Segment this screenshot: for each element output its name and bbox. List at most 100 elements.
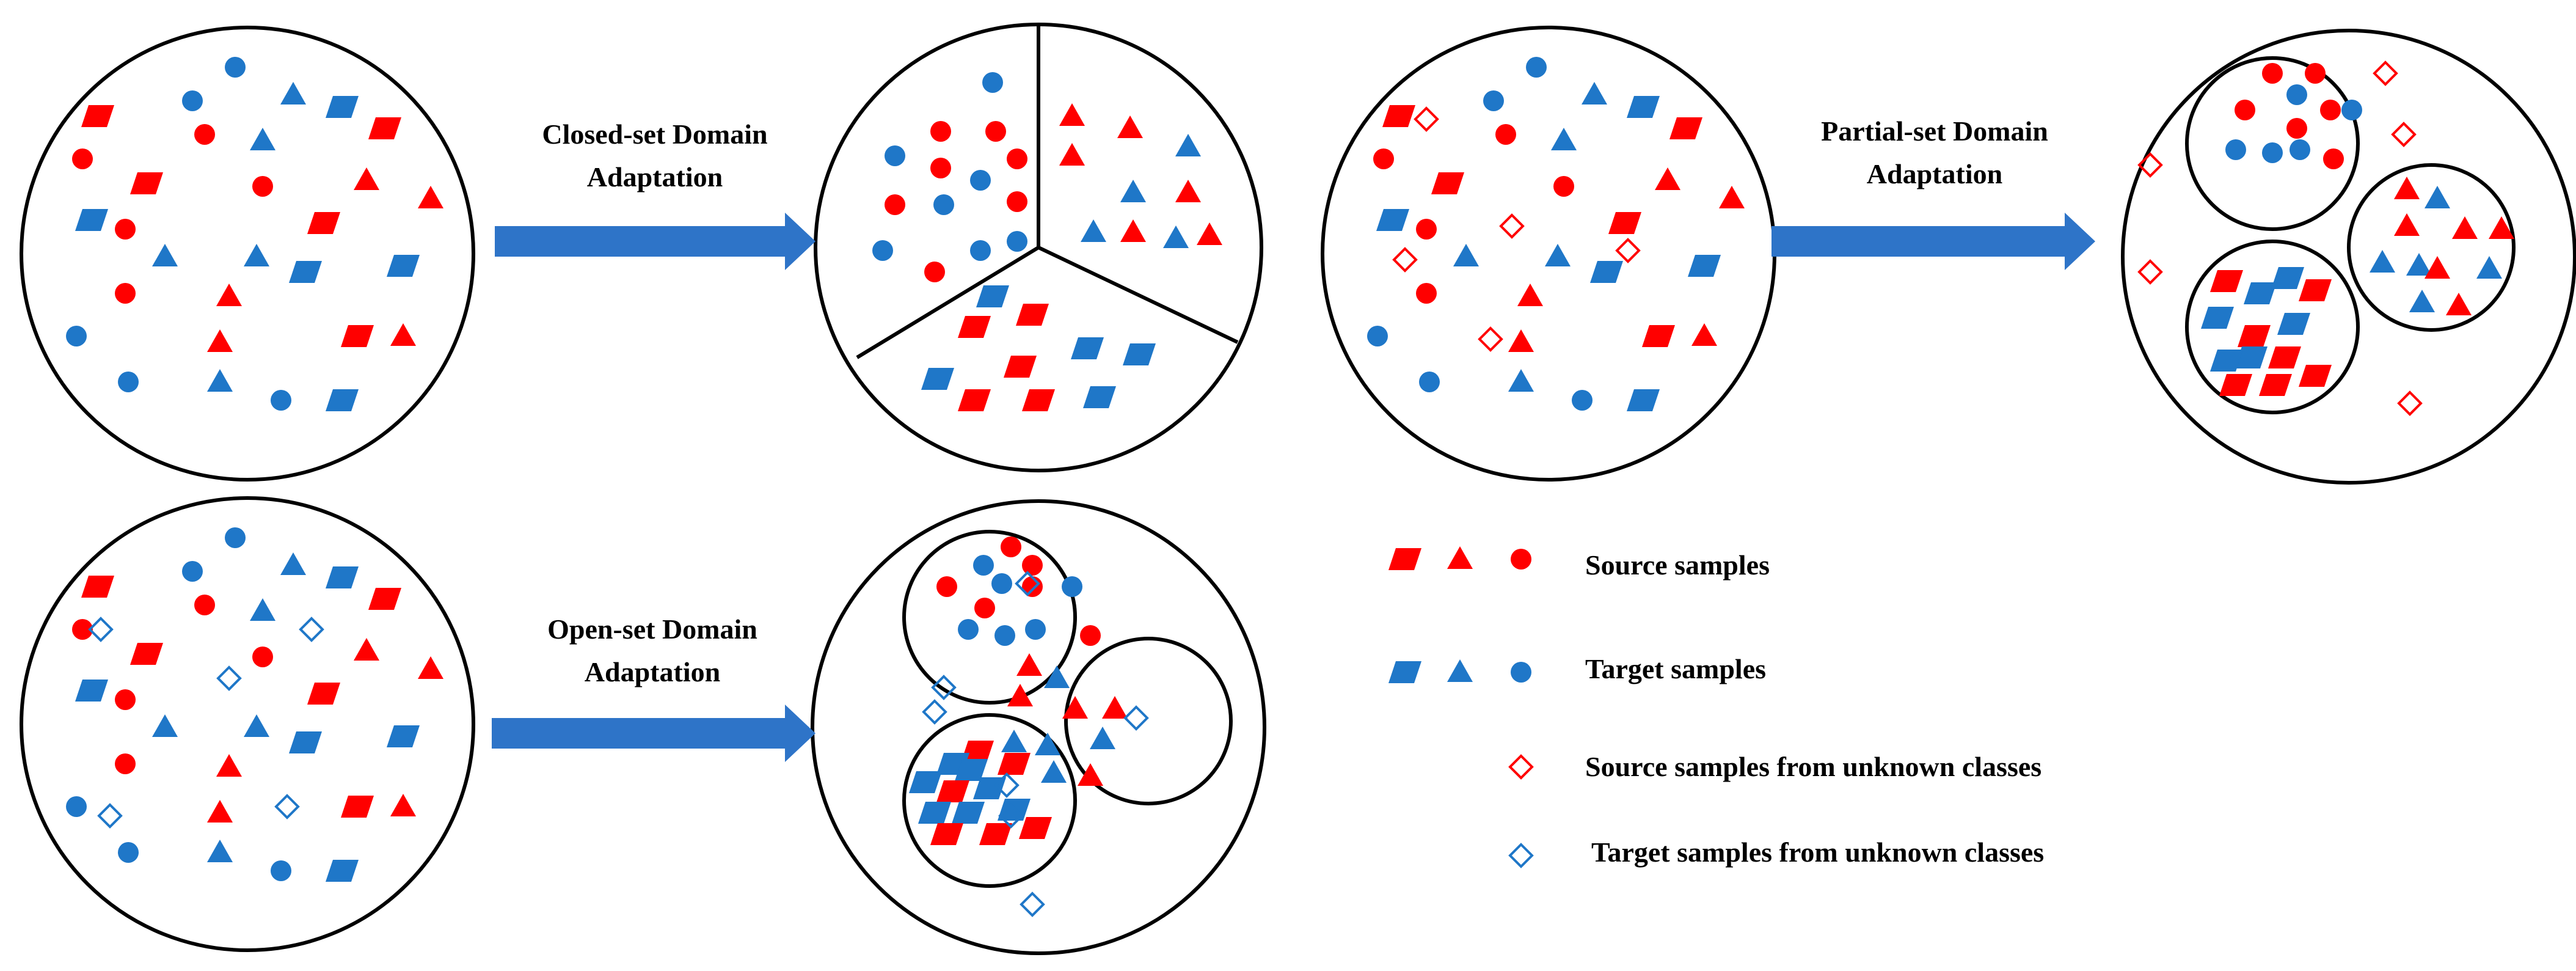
red-triangle-icon	[2425, 256, 2450, 279]
red-circle-icon	[936, 576, 957, 597]
red-triangle-icon	[216, 754, 242, 777]
blue-circle-icon	[973, 555, 994, 576]
red-hollow-diamond-icon	[1414, 106, 1439, 132]
red-parallelogram-icon	[1382, 105, 1415, 127]
red-triangle-icon	[1059, 103, 1085, 126]
blue-triangle-icon	[1120, 180, 1146, 202]
red-triangle-icon	[1517, 284, 1543, 306]
red-circle-icon	[72, 148, 93, 169]
red-triangle-icon	[418, 656, 443, 679]
blue-triangle-icon	[250, 598, 275, 621]
blue-circle-icon	[118, 842, 139, 863]
blue-triangle-icon	[1041, 760, 1067, 783]
red-parallelogram-icon	[368, 588, 401, 610]
red-parallelogram-icon	[936, 780, 969, 802]
red-circle-icon	[115, 753, 136, 774]
red-circle-icon	[924, 262, 945, 282]
blue-parallelogram-icon	[326, 566, 359, 588]
blue-parallelogram-icon	[1688, 255, 1721, 277]
red-triangle-icon	[390, 323, 416, 346]
red-triangle-icon	[1197, 222, 1222, 245]
blue-parallelogram-icon	[2277, 313, 2310, 335]
open-set-label-line2: Adaptation	[585, 656, 720, 687]
red-parallelogram-icon	[1022, 389, 1055, 411]
red-triangle-icon	[1175, 180, 1201, 202]
blue-parallelogram-icon	[1123, 343, 1156, 365]
blue-parallelogram-icon	[326, 96, 359, 118]
blue-triangle-icon	[2370, 250, 2395, 273]
blue-parallelogram-icon	[2244, 282, 2277, 304]
blue-circle-icon	[1483, 90, 1504, 111]
blue-triangle-icon	[2425, 186, 2450, 208]
blue-parallelogram-icon	[918, 802, 951, 824]
red-triangle-icon	[418, 186, 443, 208]
blue-triangle-icon	[1163, 225, 1189, 248]
red-parallelogram-icon	[2299, 279, 2332, 301]
red-parallelogram-icon	[2219, 374, 2252, 396]
legend-target-label: Target samples	[1585, 653, 1766, 684]
blue-triangle-icon	[280, 552, 306, 575]
partial-set-label-line2: Adaptation	[1867, 158, 2002, 189]
blue-circle-icon	[970, 170, 991, 191]
red-parallelogram-icon	[341, 796, 374, 818]
red-parallelogram-icon	[1016, 304, 1049, 326]
blue-circle-icon	[933, 194, 954, 215]
blue-circle-icon	[118, 372, 139, 392]
red-triangle-icon	[2394, 177, 2420, 199]
right-arrow-icon	[492, 705, 815, 762]
blue-circle-icon	[1511, 662, 1531, 683]
blue-circle-icon	[1062, 576, 1082, 597]
open-set-label-line1: Open-set Domain	[547, 614, 757, 645]
blue-triangle-icon	[1081, 219, 1106, 242]
red-triangle-icon	[1117, 115, 1143, 138]
red-circle-icon	[1007, 191, 1027, 212]
red-circle-icon	[72, 619, 93, 640]
blue-circle-icon	[1367, 326, 1388, 346]
blue-parallelogram-icon	[2201, 307, 2234, 329]
blue-parallelogram-icon	[1627, 96, 1660, 118]
red-triangle-icon	[2394, 213, 2420, 236]
red-parallelogram-icon	[998, 753, 1031, 775]
blue-circle-icon	[2286, 84, 2307, 105]
red-parallelogram-icon	[130, 643, 163, 665]
blue-triangle-icon	[2409, 290, 2435, 312]
blue-circle-icon	[66, 326, 87, 346]
red-hollow-diamond-icon	[1499, 213, 1525, 239]
blue-circle-icon	[271, 860, 291, 881]
blue-triangle-icon	[1447, 659, 1473, 682]
red-parallelogram-icon	[1004, 356, 1037, 378]
blue-triangle-icon	[1090, 727, 1115, 749]
red-triangle-icon	[1691, 323, 1717, 346]
blue-triangle-icon	[1175, 134, 1201, 156]
red-circle-icon	[2286, 118, 2307, 139]
red-parallelogram-icon	[2238, 325, 2271, 347]
red-triangle-icon	[2489, 216, 2514, 239]
blue-circle-icon	[1025, 619, 1046, 640]
blue-circle-icon	[1419, 372, 1440, 392]
blue-circle-icon	[66, 796, 87, 817]
blue-triangle-icon	[1035, 733, 1060, 755]
blue-circle-icon	[271, 390, 291, 411]
red-triangle-icon	[354, 167, 379, 190]
blue-triangle-icon	[207, 840, 233, 862]
red-circle-icon	[1080, 625, 1101, 646]
right-arrow-icon	[1771, 213, 2095, 270]
blue-parallelogram-icon	[326, 860, 359, 882]
red-parallelogram-icon	[307, 683, 340, 705]
red-parallelogram-icon	[1431, 172, 1464, 194]
red-triangle-icon	[1120, 219, 1146, 242]
blue-circle-icon	[1572, 390, 1593, 411]
red-triangle-icon	[2446, 293, 2472, 315]
blue-circle-icon	[885, 145, 905, 166]
blue-triangle-icon	[244, 244, 269, 266]
red-triangle-icon	[1655, 167, 1680, 190]
red-parallelogram-icon	[2299, 365, 2332, 387]
blue-parallelogram-icon	[1388, 661, 1421, 683]
blue-parallelogram-icon	[976, 285, 1009, 307]
red-circle-icon	[115, 283, 136, 304]
cluster-circle	[2347, 163, 2516, 332]
red-triangle-icon	[2452, 216, 2478, 239]
blue-circle-icon	[182, 90, 203, 111]
red-triangle-icon	[1102, 696, 1128, 719]
